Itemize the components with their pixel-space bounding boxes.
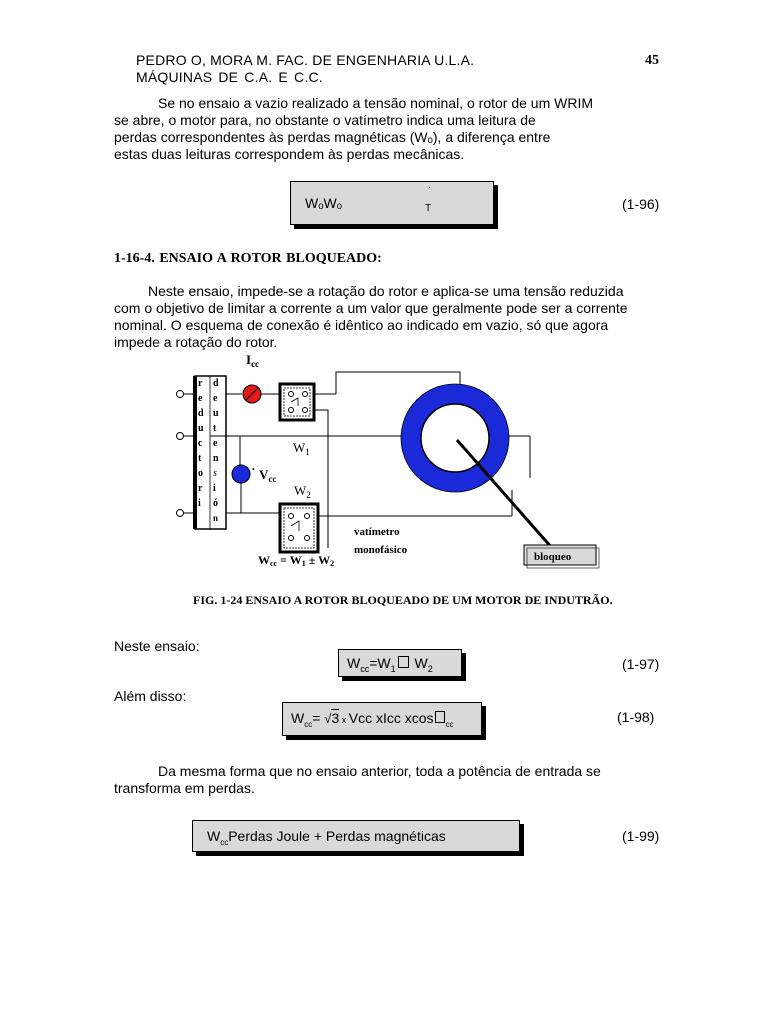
variac-box — [194, 375, 227, 530]
terminal-3 — [176, 509, 184, 517]
intro-paragraph: Se no ensaio a vazio realizado a tensão … — [114, 95, 634, 163]
svg-text:c: c — [198, 438, 203, 449]
section-line-3: nominal. O esquema de conexão é idêntico… — [114, 317, 609, 333]
figure-caption: FIG. 1-24 ENSAIO A ROTOR BLOQUEADO DE UM… — [193, 593, 613, 607]
svg-text:d: d — [213, 378, 219, 389]
terminal-1 — [176, 390, 184, 398]
svg-text:ó: ó — [213, 498, 218, 509]
vatimetro-label-1: vatímetro — [354, 526, 400, 538]
header-line-2: MÁQUINAS DE C.A. E C.C. — [136, 69, 323, 85]
eq96-mark-bottom: T — [425, 203, 432, 214]
svg-text:r: r — [198, 483, 203, 494]
equation-box-1-96: WₒWₒ ˙ T — [290, 181, 494, 225]
svg-text:n: n — [213, 453, 219, 464]
voltmeter-vcc — [231, 464, 251, 484]
eq97-symbol-box — [397, 656, 409, 668]
svg-text:o: o — [198, 468, 203, 479]
blocking-bar — [455, 439, 554, 549]
alem-disso-label: Além disso: — [114, 688, 187, 704]
page-number: 45 — [645, 53, 659, 68]
svg-text:u: u — [213, 408, 219, 419]
svg-text:i: i — [213, 483, 216, 494]
section-line-1: Neste ensaio, impede-se a rotação do rot… — [148, 283, 624, 299]
icc-label: Icc — [246, 352, 259, 369]
terminal-2 — [176, 432, 184, 440]
section-line-2: com o objetivo de limitar a corrente a u… — [114, 300, 628, 316]
svg-text:t: t — [213, 423, 217, 434]
circuit-diagram: Icc r e d u c t o r i d e u t e n s i ó … — [176, 352, 600, 569]
svg-text:d: d — [198, 408, 204, 419]
w1-label: W1 — [293, 440, 310, 457]
eq98-number: (1-98) — [617, 709, 655, 725]
eq99-text: WccPerdas Joule + Perdas magnéticas — [207, 828, 446, 847]
svg-text:n: n — [213, 513, 218, 523]
header-line-1: PEDRO O, MORA M. FAC. DE ENGENHARIA U.L.… — [136, 52, 475, 68]
equation-box-1-97: Wcc=W1 W2 — [338, 649, 462, 677]
svg-text:t: t — [198, 453, 202, 464]
intro-line-1: Se no ensaio a vazio realizado a tensão … — [158, 95, 594, 111]
section-title: 1-16-4. ENSAIO A ROTOR BLOQUEADO: — [114, 251, 382, 266]
eq96-mark-top: ˙ — [428, 184, 433, 200]
motor-stator-ring — [401, 384, 509, 492]
neste-ensaio-label: Neste ensaio: — [114, 638, 200, 654]
section-paragraph: Neste ensaio, impede-se a rotação do rot… — [114, 283, 662, 351]
eq98-symbol-box — [434, 711, 445, 723]
eq97-text: Wcc=W1 W2 — [347, 655, 433, 674]
intro-line-4: estas duas leituras correspondem às perd… — [114, 146, 465, 162]
equation-box-1-99: WccPerdas Joule + Perdas magnéticas — [192, 820, 520, 852]
eq96-text: WₒWₒ — [305, 195, 342, 211]
section-line-4: impede a rotação do rotor. — [114, 334, 278, 350]
intro-line-2: se abre, o motor para, no obstante o vat… — [114, 112, 536, 128]
final-line-2: transforma em perdas. — [114, 780, 255, 796]
bloqueo-box — [523, 544, 597, 566]
eq97-number: (1-97) — [622, 656, 660, 672]
bloqueo-label: bloqueo — [534, 551, 572, 563]
final-line-1: Da mesma forma que no ensaio anterior, t… — [158, 763, 601, 779]
svg-text:e: e — [213, 438, 218, 449]
svg-text:e: e — [213, 393, 218, 404]
svg-text:u: u — [198, 423, 204, 434]
svg-text:s: s — [213, 468, 217, 479]
svg-text:e: e — [198, 393, 203, 404]
svg-text:r: r — [198, 378, 203, 389]
vcc-label: Vcc — [259, 467, 276, 484]
intro-line-3: perdas correspondentes às perdas magnéti… — [114, 129, 551, 145]
eq96-number: (1-96) — [622, 196, 660, 212]
w2-label: W2 — [294, 483, 311, 500]
final-paragraph: Da mesma forma que no ensaio anterior, t… — [114, 763, 642, 797]
variac-letters: r e d u c t o r i d e u t e n s i ó n — [198, 378, 219, 523]
svg-text:•: • — [252, 465, 255, 474]
eq99-number: (1-99) — [622, 828, 660, 844]
vatimetro-label-2: monofásico — [354, 544, 408, 556]
wcc-formula: Wcc = W1 ± W2 — [258, 553, 334, 568]
svg-text:i: i — [198, 498, 201, 509]
